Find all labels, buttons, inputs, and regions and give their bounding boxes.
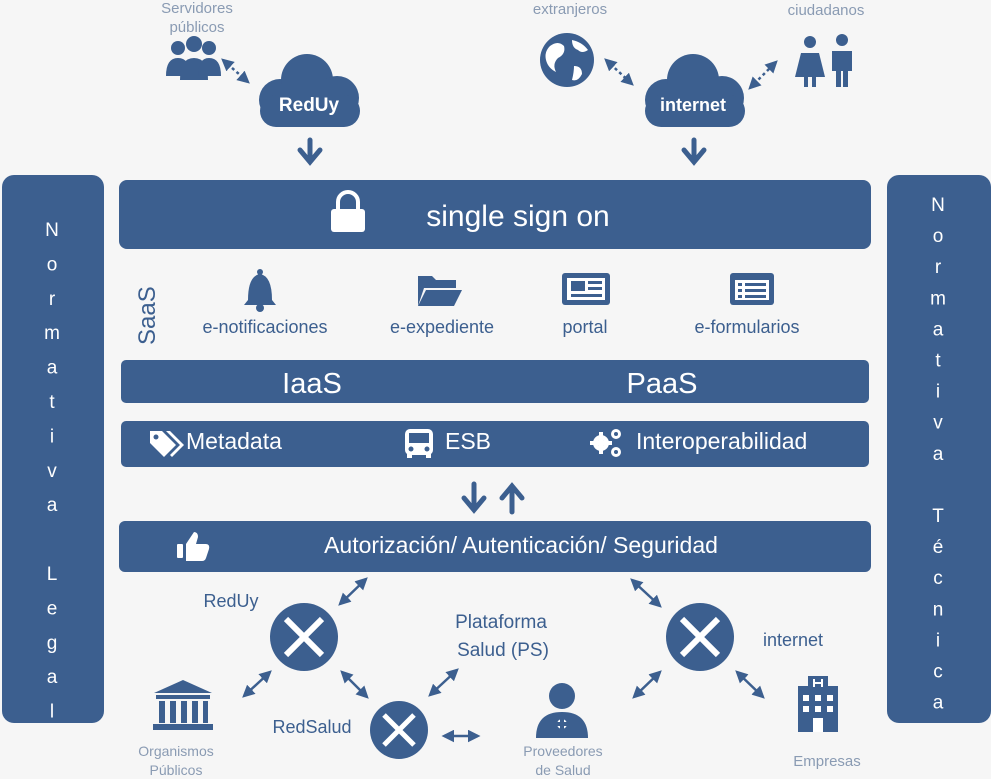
empresas-label: Empresas — [793, 753, 861, 770]
saas-label: SaaS — [134, 286, 161, 345]
security-bar — [119, 521, 871, 572]
sso-bar — [119, 180, 871, 249]
lock-icon — [331, 190, 365, 232]
normativa-tecnica-letter: T — [932, 506, 944, 527]
services-bar — [121, 421, 869, 467]
gears-icon — [590, 429, 621, 457]
normativa-legal-letter: e — [47, 598, 58, 619]
bidirectional-arrow — [242, 670, 272, 698]
normativa-legal-letter: L — [47, 564, 58, 585]
redsalud-label: RedSalud — [272, 717, 351, 737]
reduy-cloud-label: RedUy — [279, 95, 340, 116]
bell-icon — [244, 269, 276, 312]
normativa-legal-letter: t — [49, 392, 55, 413]
servidores-label-line2: públicos — [169, 19, 224, 36]
internet-cloud-icon — [645, 54, 745, 127]
hospital-building-icon — [798, 676, 838, 732]
government-building-icon — [153, 680, 213, 730]
normativa-legal-letter: a — [47, 495, 58, 516]
saas-item-e-formularios: e-formularios — [694, 317, 799, 337]
folder-open-icon — [418, 276, 462, 306]
bus-icon — [405, 429, 433, 458]
sso-label: single sign on — [426, 200, 609, 233]
normativa-legal-letter: l — [50, 702, 54, 723]
normativa-tecnica-letter: o — [933, 226, 944, 247]
normativa-tecnica-bar — [887, 175, 991, 723]
normativa-tecnica-letter: c — [933, 662, 943, 683]
normativa-tecnica-letter: n — [933, 599, 944, 620]
metadata-label: Metadata — [186, 428, 282, 454]
users-group-icon — [166, 36, 221, 80]
globe-icon — [540, 33, 594, 87]
organismos-label-line1: Organismos — [138, 743, 213, 759]
saas-item-e-expediente: e-expediente — [390, 317, 494, 337]
proveedores-label-line2: de Salud — [535, 762, 590, 778]
bidirectional-arrow — [338, 577, 368, 606]
normativa-tecnica-letter: m — [930, 288, 946, 309]
saas-item-portal: portal — [562, 317, 607, 337]
normativa-legal-bar — [2, 175, 104, 723]
plataforma-salud-label-line2: Salud (PS) — [457, 640, 549, 661]
normativa-tecnica-letter: a — [933, 693, 944, 714]
normativa-tecnica-letter: c — [933, 568, 943, 589]
tags-icon — [150, 431, 184, 457]
paas-label: PaaS — [627, 368, 698, 400]
reduy-network-label: RedUy — [203, 591, 258, 611]
thumbs-up-icon — [177, 532, 210, 561]
normativa-legal-letter: N — [45, 220, 59, 241]
organismos-label-line2: Públicos — [150, 762, 203, 778]
down-up-arrows-icon — [461, 481, 525, 515]
security-label: Autorización/ Autenticación/ Seguridad — [324, 532, 718, 558]
normativa-legal-letter: i — [50, 426, 54, 447]
normativa-legal-letter: o — [47, 254, 58, 275]
bidirectional-arrow — [428, 668, 459, 697]
router-redsalud-icon — [370, 701, 428, 759]
interop-label: Interoperabilidad — [636, 428, 807, 454]
bidirectional-arrow — [340, 670, 369, 699]
arrow-down-icon — [297, 137, 323, 166]
router-internet-icon — [666, 603, 734, 671]
bidirectional-arrow — [632, 670, 662, 699]
normativa-tecnica-letter: v — [933, 413, 943, 434]
internet-network-label: internet — [763, 630, 823, 650]
form-list-icon — [730, 273, 774, 305]
arrow-down-icon — [681, 137, 707, 166]
normativa-tecnica-letter: a — [933, 444, 944, 465]
iaas-label: IaaS — [282, 368, 342, 400]
normativa-tecnica-letter: a — [933, 319, 944, 340]
normativa-tecnica-letter: N — [931, 195, 945, 216]
people-icon — [795, 34, 852, 87]
normativa-tecnica-letter: r — [935, 257, 942, 278]
saas-item-e-notificaciones: e-notificaciones — [202, 317, 327, 337]
normativa-tecnica-letter: i — [936, 382, 940, 403]
router-reduy-icon — [270, 603, 338, 671]
plataforma-salud-label-line1: Plataforma — [455, 612, 547, 633]
normativa-tecnica-letter: t — [935, 351, 941, 372]
esb-label: ESB — [445, 428, 491, 454]
servidores-label-line1: Servidores — [161, 0, 233, 17]
normativa-legal-letter: m — [44, 323, 60, 344]
proveedores-label-line1: Proveedores — [523, 743, 602, 759]
normativa-legal-letter: a — [47, 667, 58, 688]
reduy-cloud-icon — [259, 54, 360, 127]
doctor-icon — [536, 683, 588, 738]
normativa-tecnica-letter: é — [933, 537, 944, 558]
bidirectional-arrow — [735, 670, 765, 699]
newspaper-icon — [562, 273, 610, 305]
normativa-legal-letter: v — [47, 461, 57, 482]
normativa-legal-letter: r — [49, 289, 56, 310]
bidirectional-arrow — [630, 578, 662, 608]
ciudadanos-label: ciudadanos — [788, 2, 865, 19]
normativa-legal-letter: g — [47, 633, 58, 654]
normativa-tecnica-letter: i — [936, 630, 940, 651]
internet-cloud-label: internet — [660, 95, 726, 115]
extranjeros-label: extranjeros — [533, 1, 607, 18]
iaas-paas-bar — [121, 360, 869, 403]
normativa-legal-letter: a — [47, 358, 58, 379]
